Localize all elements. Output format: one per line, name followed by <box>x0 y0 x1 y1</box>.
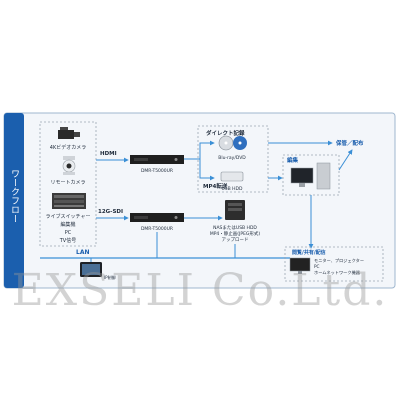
lan-label: LAN <box>76 249 90 256</box>
recorder-bottom-model: DMR-T5000UR <box>141 226 173 232</box>
remote-camera-label: リモートカメラ <box>50 180 85 186</box>
recorder-top-model: DMR-T5000UR <box>141 168 173 174</box>
side-title: ワークフロー <box>9 169 19 223</box>
mp4-transfer-label: MP4転送 <box>203 182 228 190</box>
bluray-label: Blu-ray/DVD <box>218 155 246 161</box>
watermark: EXSELI Co.Ltd. <box>11 265 389 316</box>
nas-label-3: アップロード <box>222 237 249 243</box>
monitor-label-1: モニター、プロジェクター <box>314 257 364 264</box>
side-title-bar <box>4 113 24 288</box>
monitor-icon <box>289 257 311 274</box>
monitor-label-2: PC <box>314 264 320 269</box>
share-label: 閲覧/共有/配信 <box>292 249 326 256</box>
hdmi-label: HDMI <box>100 151 117 157</box>
tv-signal-label: TV信号 <box>59 237 76 244</box>
usb-hdd-label: USB HDD <box>222 186 244 192</box>
monitor-label-3: ホームネットワーク機器 <box>314 269 361 276</box>
share-box <box>284 246 384 282</box>
desktop-pc-icon <box>290 162 331 190</box>
camera-4k-label: 4Kビデオカメラ <box>50 144 86 151</box>
usb-hdd-icon <box>220 171 244 182</box>
pc-label: PC <box>65 230 72 236</box>
archive-label: 保管／配布 <box>335 139 364 147</box>
disc-icon <box>218 135 247 151</box>
direct-record-label: ダイレクト記録 <box>206 129 245 137</box>
tablet-label: IP制御 <box>104 274 116 280</box>
source-group-box <box>39 121 97 247</box>
mp4-line <box>199 159 215 181</box>
edit-label: 編集 <box>287 156 299 164</box>
recorder-top <box>130 155 184 164</box>
nas-label-2: MP4・静止画(JPEG形式) <box>210 230 261 237</box>
nas-icon <box>225 200 245 220</box>
switcher-icon <box>52 193 86 209</box>
nas-label-1: NASまたはUSB HDD <box>213 225 257 231</box>
sdi-label: 12G-SDI <box>98 209 123 215</box>
edit-to-archive-line <box>338 149 353 171</box>
switcher-label: ライブスイッチャー <box>46 213 91 220</box>
recorder-bottom <box>130 213 184 222</box>
remote-camera-icon <box>62 156 76 175</box>
direct-record-line <box>184 140 215 160</box>
tablet-icon <box>80 262 102 277</box>
broadcast-label: 編集機 <box>60 221 75 228</box>
video-camera-icon <box>58 127 80 139</box>
